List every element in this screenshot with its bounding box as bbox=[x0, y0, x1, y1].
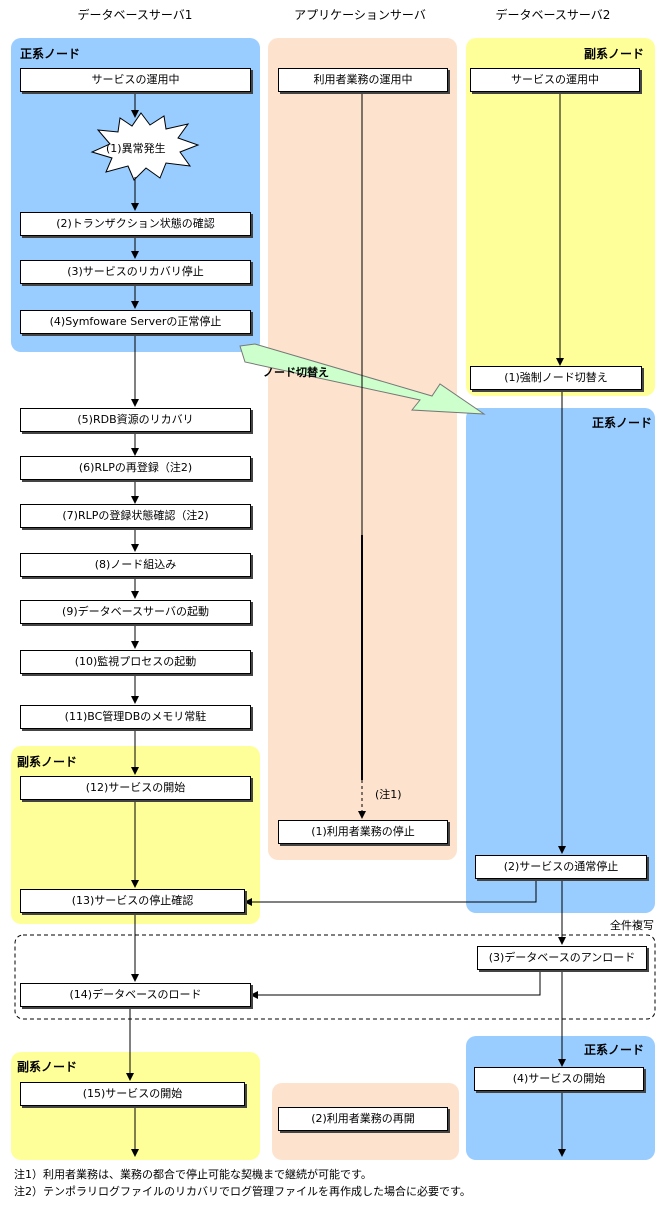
db1-running-box: サービスの運用中 bbox=[20, 68, 251, 92]
zone-title-db2-primary-b: 正系ノード bbox=[584, 1043, 645, 1057]
db1-step4-box: (4)Symfoware Serverの正常停止 bbox=[20, 310, 251, 334]
node-switch-label: ノード切替え bbox=[263, 366, 329, 379]
db2-step1-box: (1)強制ノード切替え bbox=[470, 366, 642, 390]
column-header-db1: データベースサーバ1 bbox=[77, 8, 193, 22]
db2-running-box: サービスの運用中 bbox=[470, 68, 640, 92]
db1-step7-box: (7)RLPの登録状態確認（注2) bbox=[20, 504, 251, 528]
failure-burst-icon bbox=[90, 112, 200, 181]
db1-step8-box: (8)ノード組込み bbox=[20, 553, 251, 577]
db1-step12-box: (12)サービスの開始 bbox=[20, 776, 251, 800]
db1-step15-box: (15)サービスの開始 bbox=[20, 1082, 245, 1106]
db1-step5-box: (5)RDB資源のリカバリ bbox=[20, 408, 251, 432]
full-copy-region bbox=[14, 934, 656, 1020]
zone-title-db2-secondary: 副系ノード bbox=[584, 47, 645, 61]
db2-primary-zone bbox=[466, 408, 655, 913]
zone-title-db1-primary: 正系ノード bbox=[20, 47, 81, 61]
db1-step14-box: (14)データベースのロード bbox=[20, 983, 251, 1007]
db1-step9-box: (9)データベースサーバの起動 bbox=[20, 600, 251, 624]
full-copy-label: 全件複写 bbox=[610, 919, 654, 932]
db2-primary-zone-b bbox=[466, 1036, 655, 1160]
zone-title-db2-primary: 正系ノード bbox=[592, 416, 653, 430]
column-header-app: アプリケーションサーバ bbox=[294, 8, 426, 22]
app-step2-box: (2)利用者業務の再開 bbox=[278, 1107, 448, 1131]
db2-step3-box: (3)データベースのアンロード bbox=[477, 946, 647, 970]
app-running-box: 利用者業務の運用中 bbox=[278, 68, 448, 92]
db2-step4-box: (4)サービスの開始 bbox=[474, 1067, 644, 1091]
app-note1-label: (注1) bbox=[375, 788, 402, 801]
zone-title-db1-secondary-a: 副系ノード bbox=[17, 755, 78, 769]
db1-step10-box: (10)監視プロセスの起動 bbox=[20, 650, 251, 674]
db1-step6-box: (6)RLPの再登録（注2) bbox=[20, 456, 251, 480]
db1-step13-box: (13)サービスの停止確認 bbox=[20, 889, 245, 913]
db1-step11-box: (11)BC管理DBのメモリ常駐 bbox=[20, 705, 251, 729]
db1-step2-box: (2)トランザクション状態の確認 bbox=[20, 212, 251, 236]
zone-title-db1-secondary-b: 副系ノード bbox=[17, 1060, 78, 1074]
db1-failure-label: (1)異常発生 bbox=[106, 142, 166, 155]
column-header-db2: データベースサーバ2 bbox=[495, 8, 611, 22]
footnote-1: 注1）利用者業務は、業務の都合で停止可能な契機まで継続が可能です。 bbox=[14, 1168, 372, 1181]
footnote-2: 注2）テンポラリログファイルのリカバリでログ管理ファイルを再作成した場合に必要で… bbox=[14, 1185, 471, 1198]
db2-step2-box: (2)サービスの通常停止 bbox=[475, 855, 647, 879]
db1-step3-box: (3)サービスのリカバリ停止 bbox=[20, 260, 251, 284]
app-step1-box: (1)利用者業務の停止 bbox=[278, 820, 448, 844]
